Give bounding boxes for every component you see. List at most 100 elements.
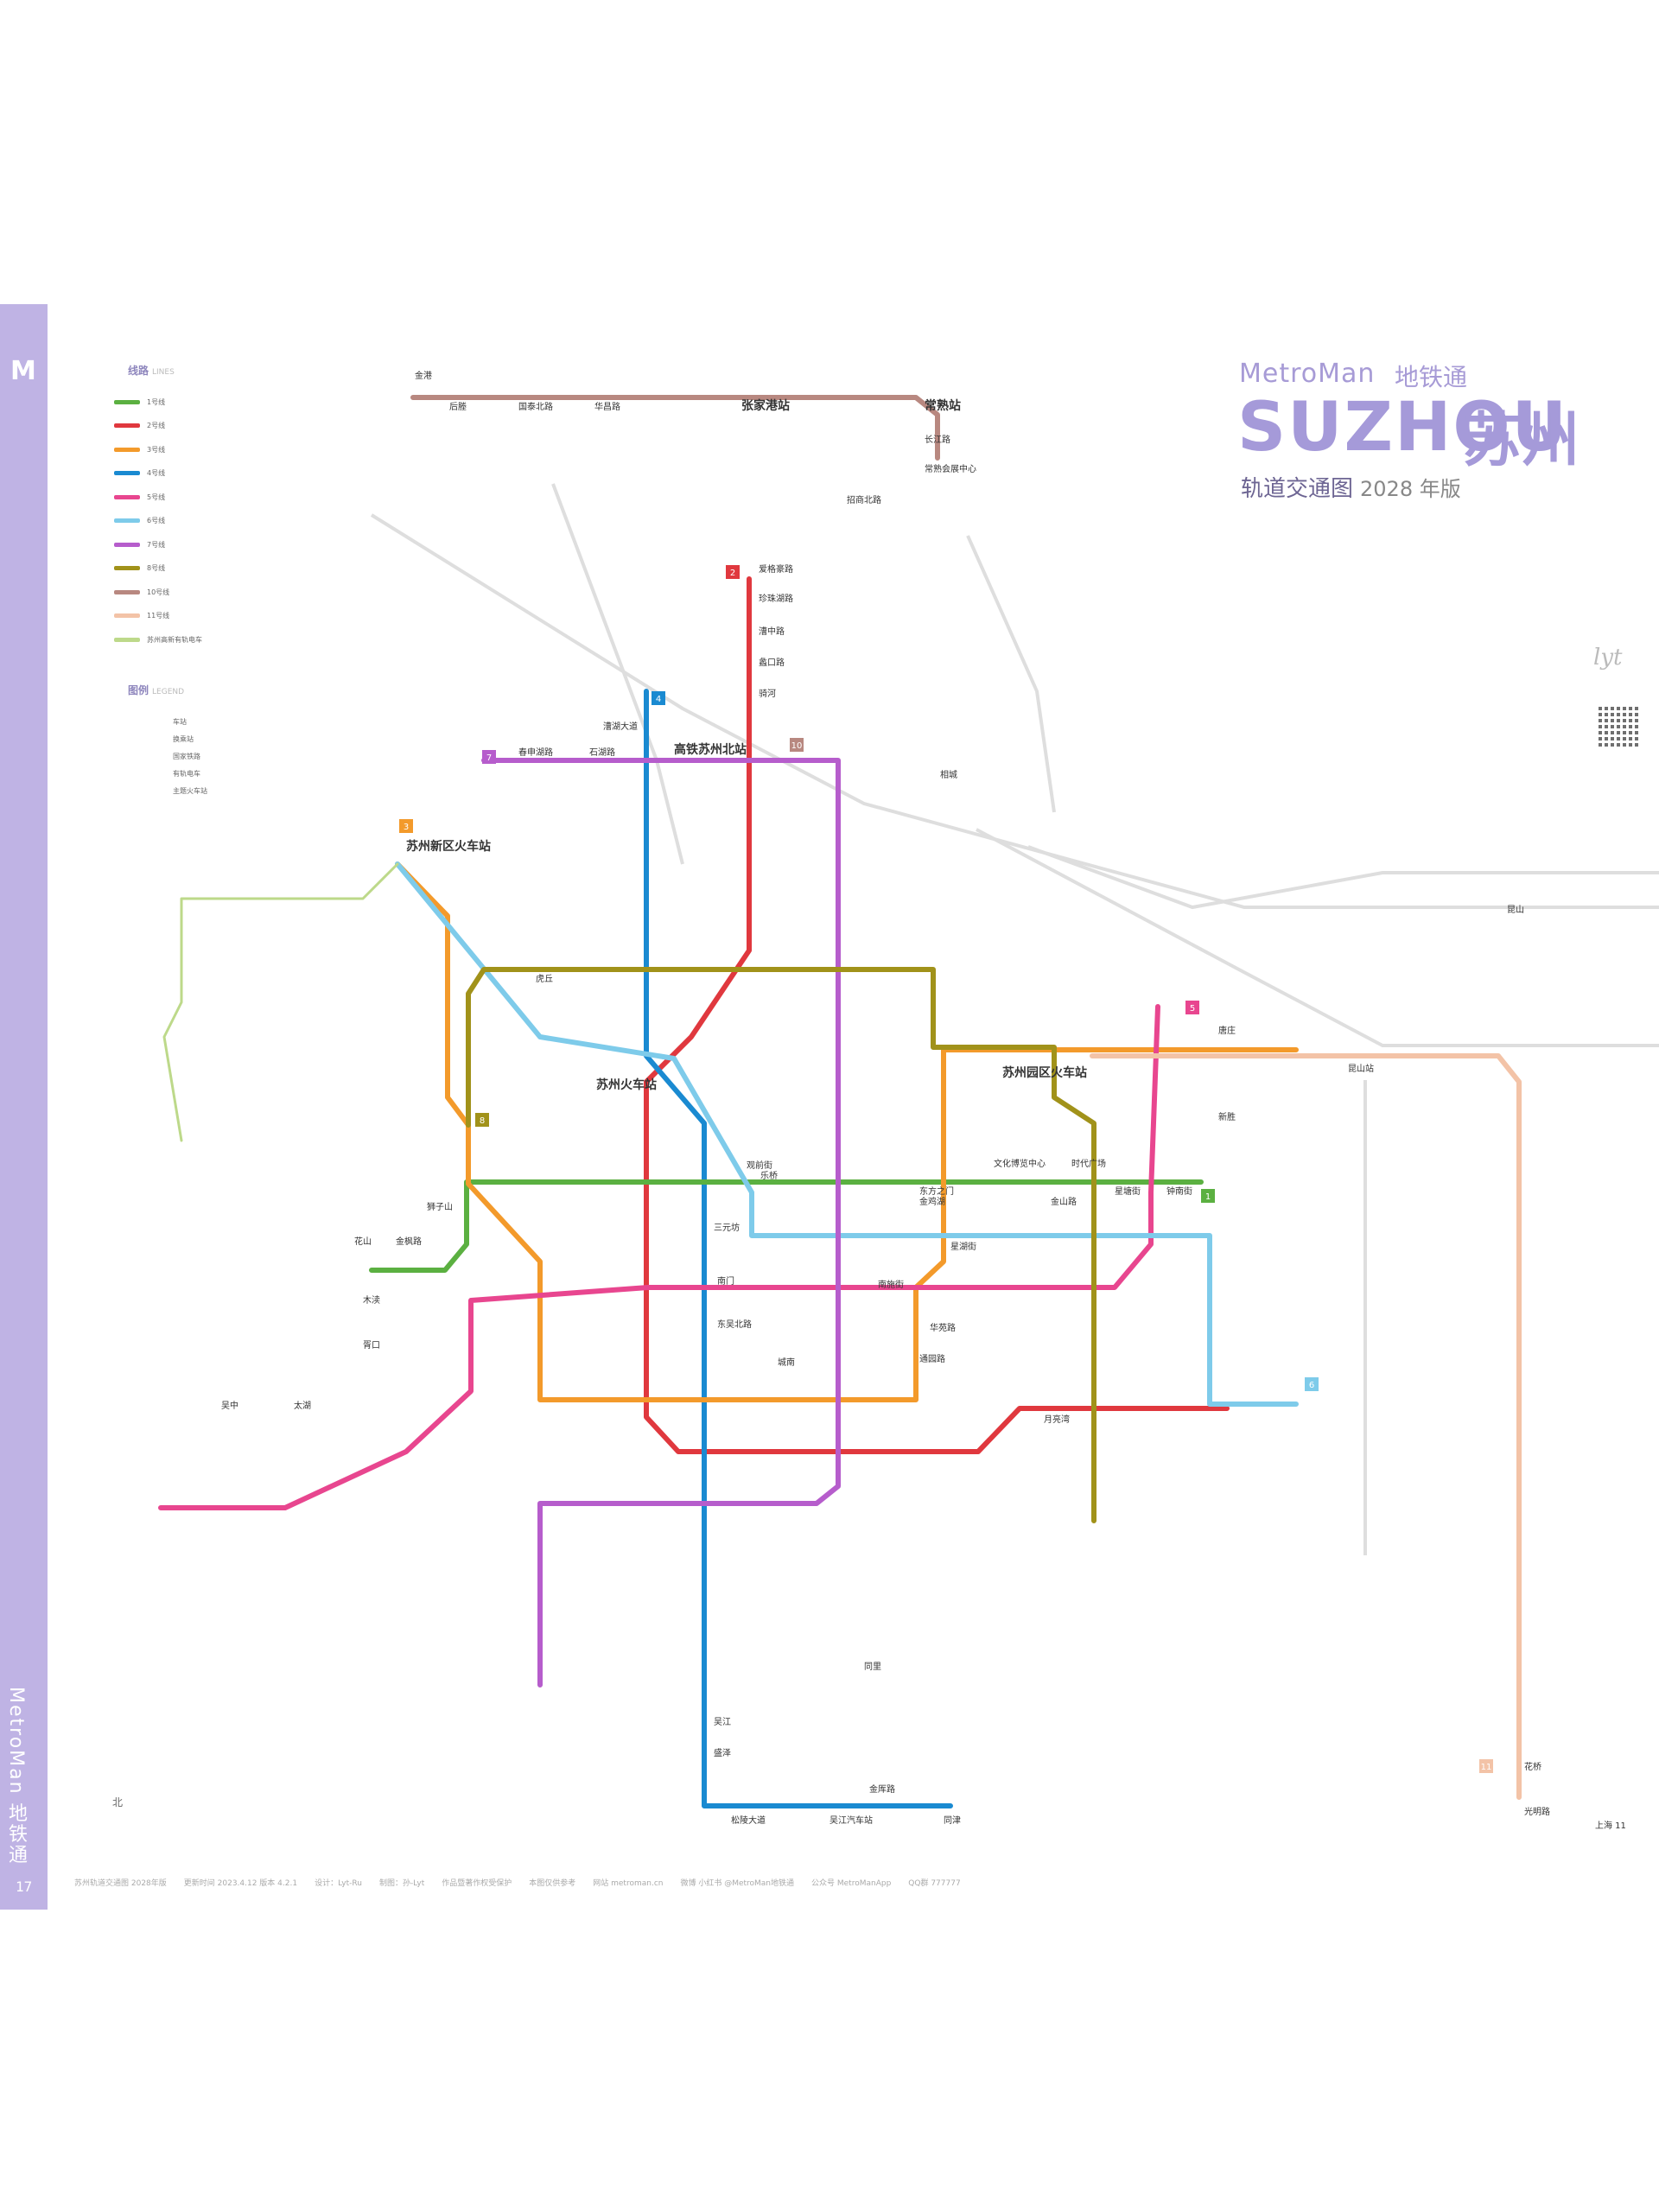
legend-line-label: 2号线 — [147, 422, 166, 429]
line-badge-7[interactable] — [482, 750, 496, 764]
line-badge-10[interactable] — [790, 738, 804, 752]
station-shidai[interactable]: 时代广场 — [1071, 1158, 1106, 1169]
line-3-path — [395, 861, 1299, 1402]
station-yunxuan[interactable]: 漕湖大道 — [603, 721, 638, 732]
railway-4 — [976, 828, 1659, 1047]
station-wujiang_bus[interactable]: 吴江汽车站 — [830, 1815, 873, 1826]
station-dongwu[interactable]: 东吴北路 — [717, 1319, 752, 1330]
station-jinfeng[interactable]: 金枫路 — [396, 1236, 422, 1247]
station-kunshan[interactable]: 昆山站 — [1348, 1063, 1374, 1074]
station-chunshen[interactable]: 春申湖路 — [518, 747, 553, 758]
station-sanzhuang[interactable]: 三元坊 — [714, 1222, 740, 1233]
station-tangzhuang[interactable]: 唐庄 — [1218, 1025, 1236, 1036]
line-badge-11[interactable] — [1479, 1759, 1493, 1773]
line-badge-4[interactable] — [652, 691, 665, 705]
station-nanmen[interactable]: 南门 — [717, 1275, 734, 1287]
legend-line-label: 5号线 — [147, 493, 166, 501]
subtitle-year: 2028 年版 — [1360, 477, 1461, 501]
station-shihu[interactable]: 石湖路 — [589, 747, 615, 758]
legend-symbols-heading-en: LEGEND — [152, 688, 185, 696]
line-badge-6[interactable] — [1305, 1377, 1319, 1391]
station-taihu[interactable]: 太湖 — [294, 1400, 311, 1411]
line-badge-3[interactable] — [399, 819, 413, 833]
station-jinzhuang[interactable]: 金港 — [415, 370, 432, 381]
station-nanshi[interactable]: 南施街 — [878, 1279, 904, 1290]
line-badge-label: 4 — [656, 695, 661, 704]
line-badge-8[interactable] — [475, 1113, 489, 1127]
line-badge-1[interactable] — [1201, 1189, 1215, 1203]
title-en: SUZHOU — [1237, 389, 1568, 467]
station-jinshan[interactable]: 金山路 — [1051, 1196, 1077, 1207]
station-huachang[interactable]: 华昌路 — [594, 401, 620, 412]
legend-line-label: 8号线 — [147, 564, 166, 572]
station-zhongnan[interactable]: 钟南街 — [1166, 1185, 1192, 1197]
station-changshu[interactable]: 常熟站 — [925, 398, 961, 413]
station-dongfang[interactable]: 东方之门 — [919, 1185, 954, 1197]
footer-item: 网站 metroman.cn — [593, 1879, 664, 1888]
station-suzhou_park[interactable]: 苏州园区火车站 — [1002, 1065, 1087, 1080]
station-xinsheng[interactable]: 新胜 — [1218, 1111, 1236, 1122]
station-changjiang[interactable]: 长江路 — [925, 434, 950, 445]
station-yuehu[interactable]: 月亮湾 — [1044, 1414, 1070, 1425]
station-tongjin[interactable]: 同津 — [944, 1815, 961, 1826]
line-badge-label: 11 — [1481, 1763, 1492, 1772]
station-zhuzhu[interactable]: 珍珠湖路 — [759, 593, 793, 604]
station-huaqiao[interactable]: 花桥 — [1524, 1761, 1541, 1772]
station-guangming[interactable]: 光明路 — [1524, 1806, 1550, 1817]
legend-line-label: 4号线 — [147, 469, 166, 477]
station-guoxiang[interactable]: 国泰北路 — [518, 401, 553, 412]
line-badge-label: 1 — [1205, 1192, 1211, 1202]
station-suzhou_new[interactable]: 苏州新区火车站 — [406, 839, 491, 854]
station-shizi[interactable]: 狮子山 — [427, 1201, 453, 1212]
station-zhangjiagang[interactable]: 张家港站 — [741, 398, 790, 413]
station-guanqian[interactable]: 观前街 — [747, 1160, 772, 1171]
station-suzhou[interactable]: 苏州火车站 — [596, 1077, 657, 1092]
station-houqiao[interactable]: 后塍 — [449, 401, 467, 412]
station-wenhua[interactable]: 文化博览中心 — [994, 1158, 1046, 1169]
station-mudu[interactable]: 木渎 — [363, 1294, 380, 1306]
station-weili[interactable]: 蠡口路 — [759, 657, 785, 668]
brand-en: MetroMan — [1239, 359, 1376, 389]
station-xinghu[interactable]: 星湖街 — [950, 1241, 976, 1252]
title-cn: 苏州 — [1462, 407, 1580, 475]
legend-line-item: 2号线 — [114, 420, 165, 432]
station-shanghai11[interactable]: 上海 11 — [1595, 1820, 1626, 1831]
station-jinxiang[interactable]: 金厍路 — [869, 1783, 895, 1795]
station-changshu_center[interactable]: 常熟会展中心 — [925, 463, 976, 474]
brand-cn: 地铁通 — [1395, 363, 1468, 391]
station-huashan[interactable]: 花山 — [354, 1236, 372, 1247]
station-tongli[interactable]: 同里 — [864, 1662, 881, 1672]
legend-line-label: 3号线 — [147, 445, 166, 454]
station-huqiu[interactable]: 虎丘 — [536, 974, 553, 984]
subtitle-text: 轨道交通图 — [1241, 476, 1354, 502]
station-xiangcheng[interactable]: 相城 — [940, 769, 957, 780]
station-jinci[interactable]: 骑河 — [759, 688, 776, 699]
line-badge-5[interactable] — [1185, 1001, 1199, 1014]
station-leqiao[interactable]: 乐桥 — [760, 1171, 778, 1181]
railways — [370, 483, 1659, 1555]
station-zhaoshang[interactable]: 招商北路 — [847, 494, 881, 505]
legend-line-item: 8号线 — [114, 563, 165, 575]
line-1-path — [369, 1179, 1204, 1273]
station-kunshan_area[interactable]: 昆山 — [1507, 905, 1524, 915]
station-aiqi[interactable]: 爱格豪路 — [759, 563, 793, 575]
line-badge-2[interactable] — [726, 565, 740, 579]
station-tongyuan[interactable]: 通园路 — [919, 1353, 945, 1364]
footer-item: 更新时间 2023.4.12 版本 4.2.1 — [183, 1879, 298, 1888]
station-xingtang[interactable]: 星塘街 — [1115, 1185, 1141, 1197]
station-shengze[interactable]: 盛泽 — [714, 1747, 731, 1758]
station-huayuan[interactable]: 华苑路 — [930, 1322, 956, 1333]
station-jinjihu[interactable]: 金鸡湖 — [919, 1196, 945, 1207]
line-11-path — [1090, 1053, 1522, 1800]
station-wuzhong[interactable]: 吴中 — [221, 1400, 238, 1411]
station-xukou[interactable]: 胥口 — [363, 1340, 380, 1351]
station-songling[interactable]: 松陵大道 — [731, 1815, 766, 1826]
station-gaotie[interactable]: 高铁苏州北站 — [674, 742, 747, 757]
line-badge-label: 6 — [1309, 1381, 1314, 1390]
station-chengnan[interactable]: 城南 — [778, 1357, 795, 1368]
station-wujiang[interactable]: 吴江 — [714, 1717, 731, 1727]
station-lizhong[interactable]: 漕中路 — [759, 626, 785, 637]
railway-1 — [370, 513, 1659, 909]
